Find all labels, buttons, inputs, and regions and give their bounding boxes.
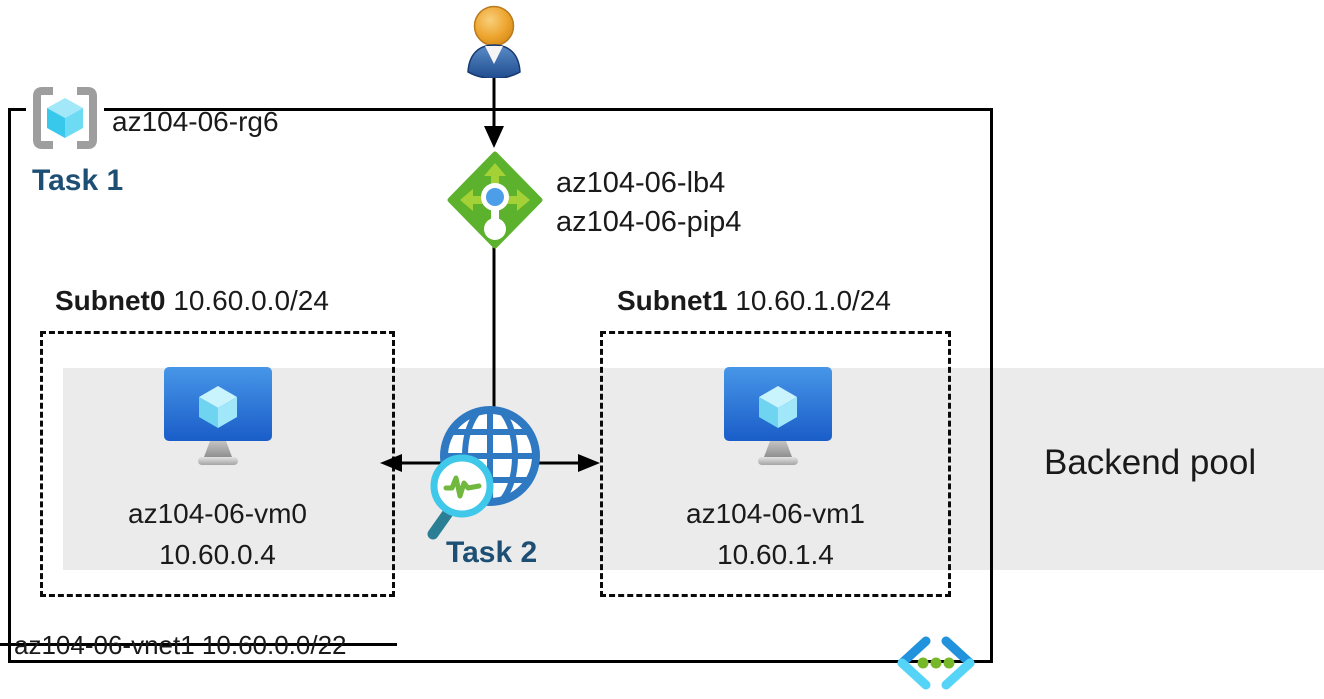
down-arrowhead-icon <box>484 126 504 148</box>
task2-label: Task 2 <box>446 536 538 569</box>
load-balancer-name: az104-06-lb4 <box>556 167 726 199</box>
virtual-machine-icon-vm0 <box>164 367 272 465</box>
subnet0-name: Subnet0 <box>55 285 166 316</box>
public-ip-name: az104-06-pip4 <box>556 206 742 238</box>
task1-label: Task 1 <box>32 164 124 197</box>
subnet1-name: Subnet1 <box>617 285 728 316</box>
backend-pool-label: Backend pool <box>1044 443 1257 482</box>
right-arrowhead-icon <box>578 454 600 472</box>
vm0-label: az104-06-vm0 10.60.0.4 <box>40 493 395 575</box>
vnet-cidr: 10.60.0.0/22 <box>201 630 347 660</box>
vm0-ip: 10.60.0.4 <box>159 539 276 570</box>
load-balancer-icon <box>447 151 543 249</box>
resource-group-brackets-cube-icon <box>26 84 104 152</box>
resource-group-label: az104-06-rg6 <box>112 106 279 137</box>
load-balancer-labels: az104-06-lb4 az104-06-pip4 <box>556 164 741 242</box>
virtual-machine-icon-vm1 <box>724 367 832 465</box>
subnet1-cidr: 10.60.1.0/24 <box>735 285 891 316</box>
user-icon <box>467 5 521 78</box>
virtual-network-brackets-icon <box>897 636 975 690</box>
subnet1-label: Subnet1 10.60.1.0/24 <box>617 285 891 317</box>
vnet-label-strike-line <box>0 643 397 646</box>
subnet1-box <box>600 331 951 597</box>
subnet0-cidr: 10.60.0.0/24 <box>173 285 329 316</box>
vm0-name: az104-06-vm0 <box>128 498 307 529</box>
vnet-label: az104-06-vnet1 10.60.0.0/22 <box>14 630 347 661</box>
subnet0-label: Subnet0 10.60.0.0/24 <box>55 285 329 317</box>
left-arrowhead-icon <box>380 454 402 472</box>
vm1-label: az104-06-vm1 10.60.1.4 <box>600 493 951 575</box>
magnifier-heartbeat-icon <box>427 454 494 540</box>
vnet-name: az104-06-vnet1 <box>14 630 195 660</box>
vm1-ip: 10.60.1.4 <box>717 539 834 570</box>
vm1-name: az104-06-vm1 <box>686 498 865 529</box>
resource-group-box <box>8 108 993 663</box>
backend-pool-band <box>63 368 1324 570</box>
